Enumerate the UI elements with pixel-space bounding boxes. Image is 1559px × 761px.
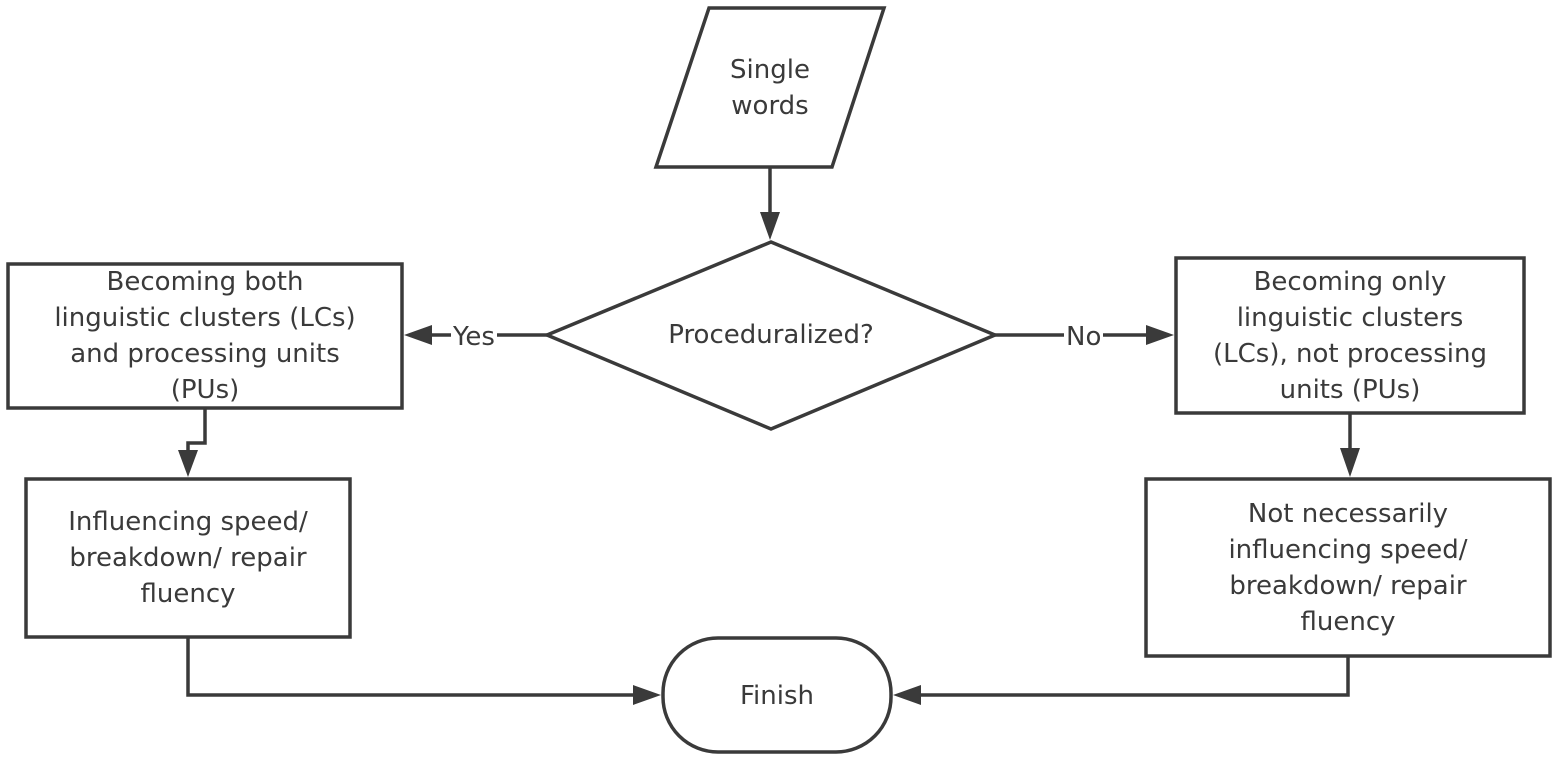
no-result-to-finish-connector xyxy=(914,656,1350,697)
decision-diamond xyxy=(542,240,1000,431)
yes-box-to-result-arrowhead xyxy=(178,450,198,477)
yes-result-label: Influencing speed/ breakdown/ repair flu… xyxy=(68,507,308,609)
no-result-label: Not necessarily influencing speed/ break… xyxy=(1228,499,1468,637)
yes-edge-label: Yes xyxy=(451,322,497,352)
start-to-decision-arrowhead xyxy=(760,212,780,240)
no-branch-label: Becoming only linguistic clusters (LCs),… xyxy=(1213,267,1487,405)
start-parallelogram xyxy=(653,6,887,169)
finish-label: Finish xyxy=(739,681,814,711)
yes-result-to-finish-arrowhead xyxy=(633,685,661,705)
finish-terminator xyxy=(661,636,893,754)
no-arrowhead xyxy=(1146,325,1174,345)
decision-label: Proceduralized? xyxy=(668,320,874,350)
yes-branch-box xyxy=(6,262,404,410)
no-box-to-result-arrowhead xyxy=(1340,448,1360,477)
no-edge-label: No xyxy=(1064,322,1104,352)
no-result-to-finish-arrowhead xyxy=(893,685,921,705)
yes-branch-label: Becoming both linguistic clusters (LCs) … xyxy=(54,267,356,405)
no-branch-box xyxy=(1174,256,1526,415)
yes-arrowhead xyxy=(404,325,432,345)
yes-result-to-finish-connector xyxy=(186,637,640,697)
start-label: Single words xyxy=(730,55,810,121)
